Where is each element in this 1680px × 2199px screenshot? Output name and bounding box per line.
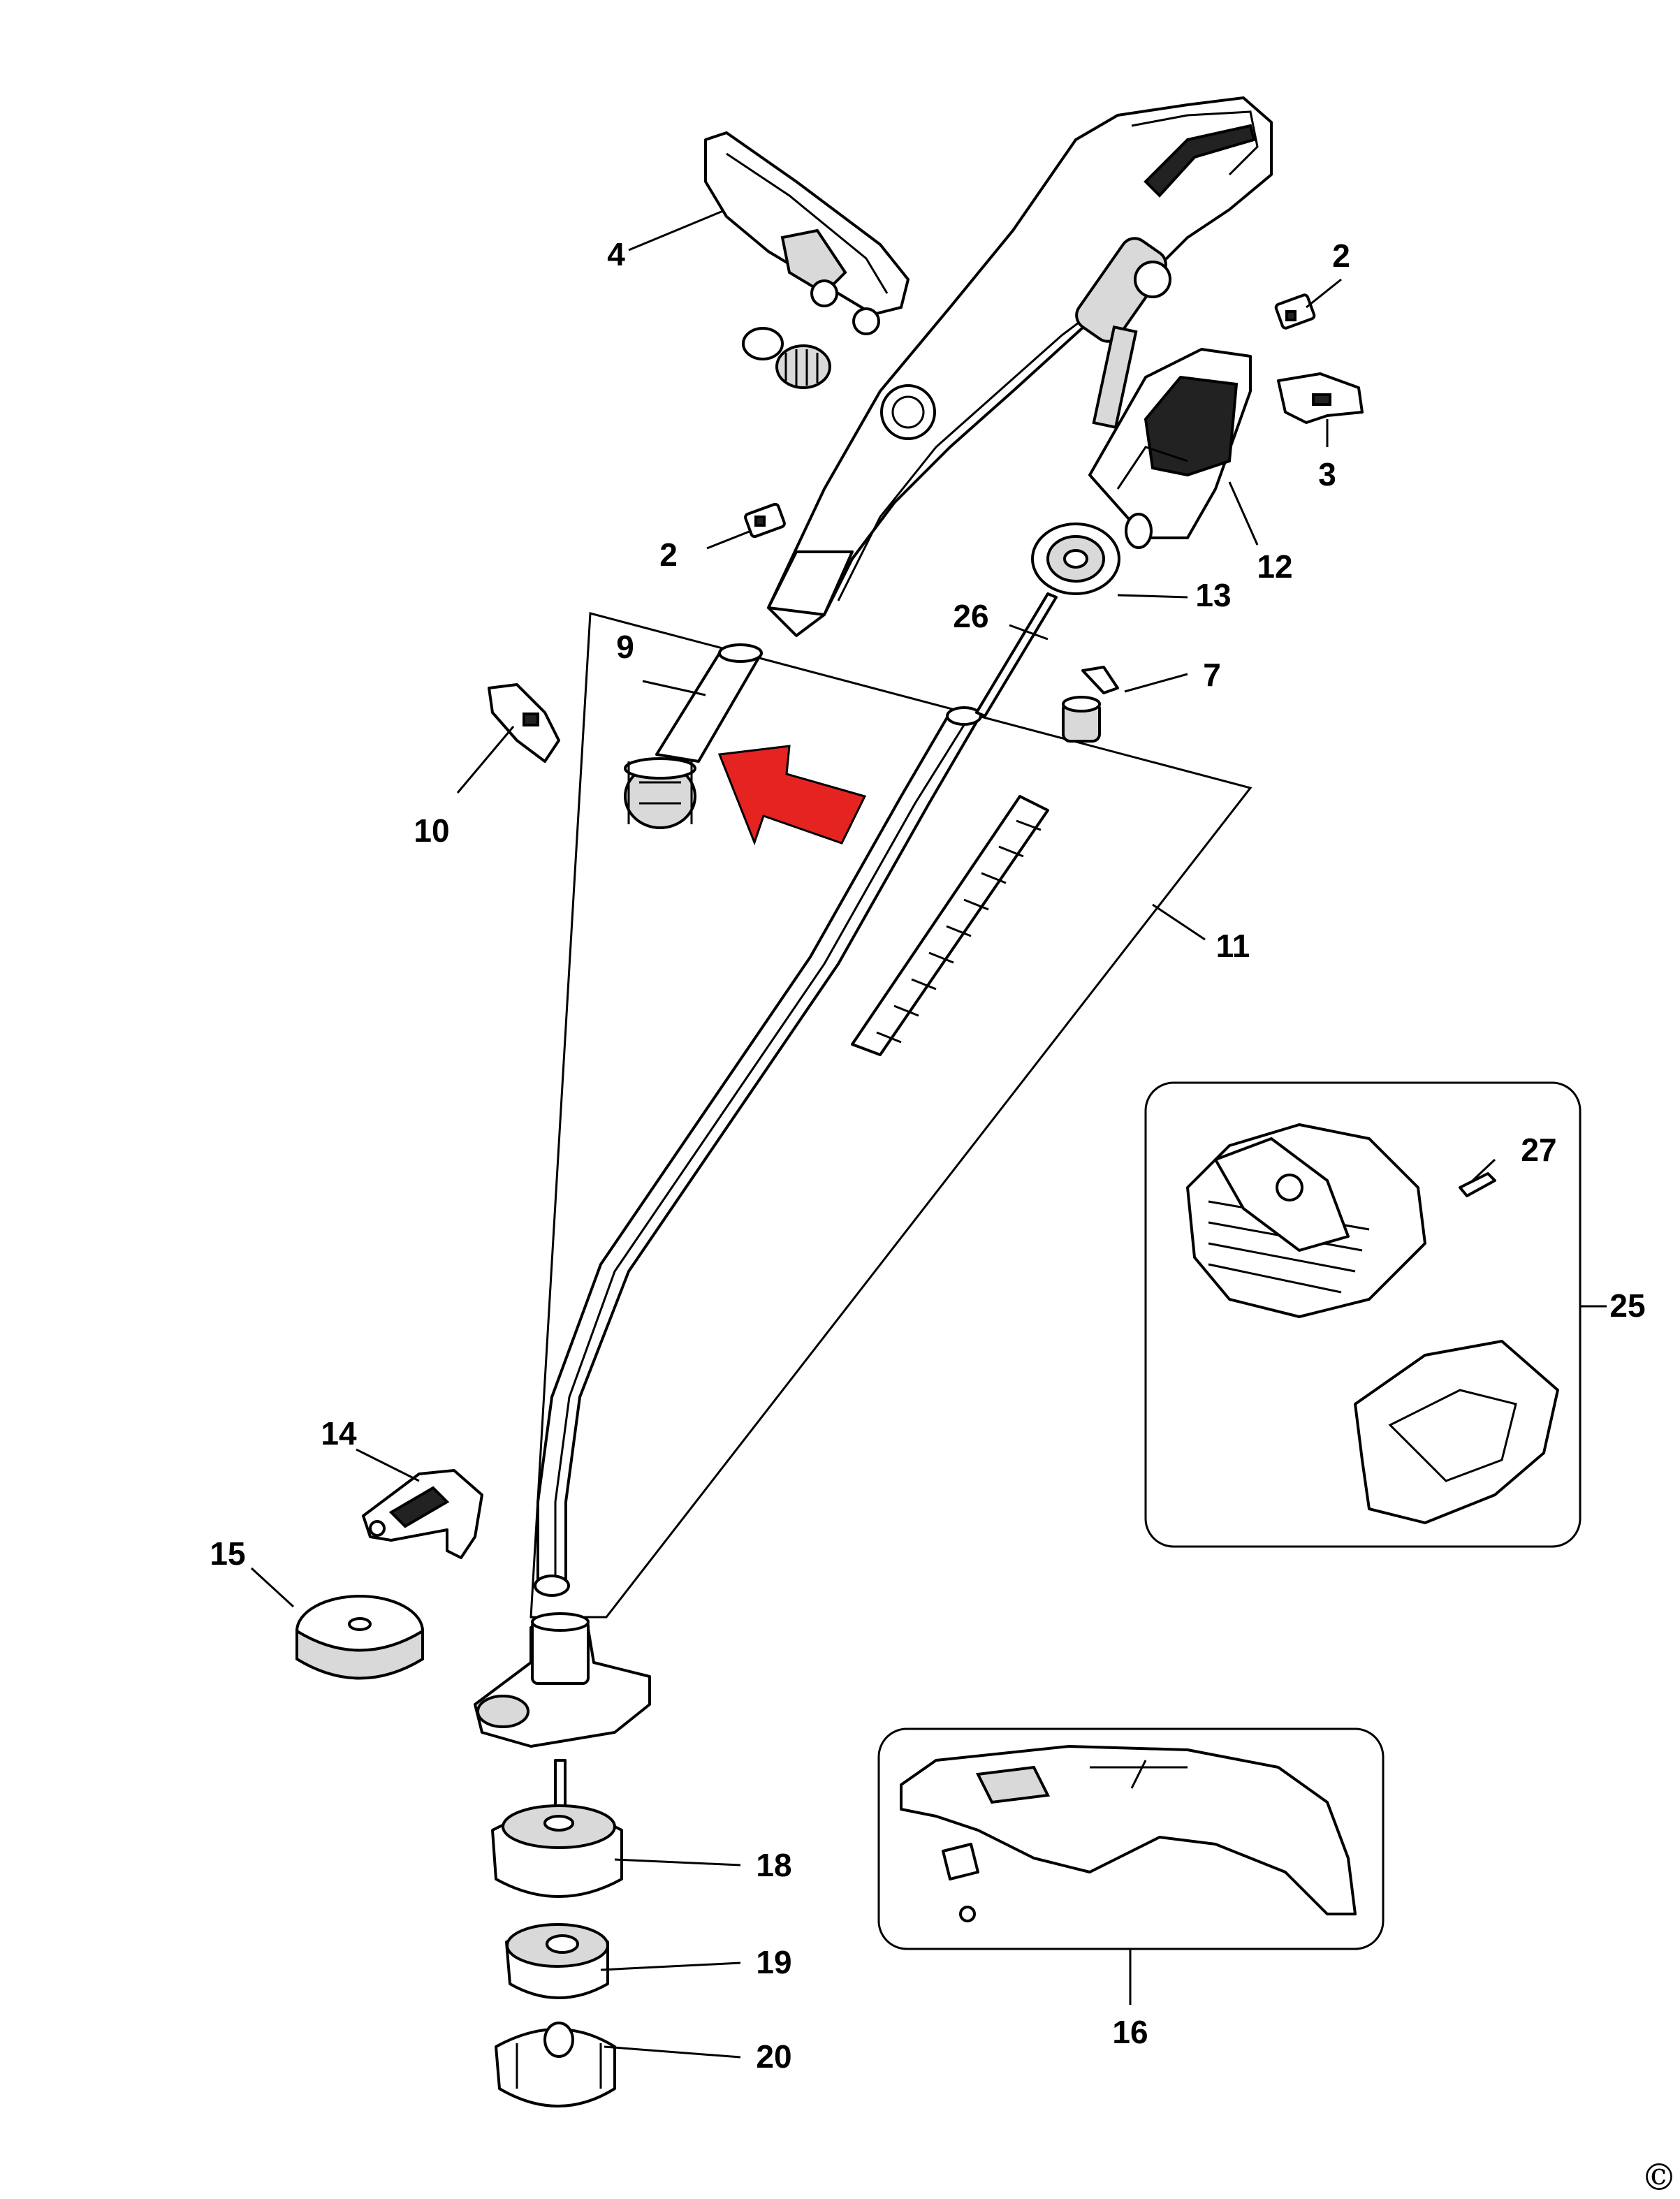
main-housing	[767, 96, 1273, 637]
red-highlight-arrow	[717, 745, 867, 846]
part-4-auxiliary-handle	[704, 131, 910, 335]
inset-25-spool-cover	[1144, 1081, 1582, 1548]
callout-13: 13	[1195, 577, 1231, 613]
part-26-drive-shaft	[975, 592, 1058, 717]
part-14-lever	[362, 1469, 483, 1559]
callout-19: 19	[756, 1944, 791, 1980]
callout-2-upper: 2	[1332, 238, 1350, 274]
callout-2-lower: 2	[659, 536, 678, 573]
part-12-motor	[1088, 325, 1252, 549]
leader-lines	[250, 210, 1607, 2059]
callout-27: 27	[1521, 1132, 1556, 1168]
callout-14: 14	[321, 1415, 357, 1452]
cable-channel	[851, 795, 1049, 1056]
inset-16-guard	[877, 1727, 1385, 1950]
handle-knob	[742, 327, 831, 389]
part-10-bracket	[488, 683, 560, 763]
callout-26: 26	[953, 598, 988, 634]
callout-11: 11	[1216, 928, 1250, 964]
head-housing	[474, 1612, 651, 1748]
part-2-switch-lower	[744, 502, 786, 539]
part-11-shaft-frame	[529, 612, 1252, 1619]
callout-15: 15	[210, 1535, 245, 1572]
part-20-cap	[495, 2022, 616, 2107]
part-7-clip	[1062, 666, 1119, 743]
callout-25: 25	[1609, 1287, 1645, 1324]
callout-18: 18	[756, 1847, 791, 1883]
callout-12: 12	[1257, 548, 1292, 585]
part-19-spool	[505, 1923, 609, 1999]
part-15-knob	[295, 1595, 424, 1680]
callout-10: 10	[414, 812, 449, 849]
part-9-bearing-sleeve	[624, 643, 763, 829]
part-13-gear	[1031, 523, 1120, 595]
callout-20: 20	[756, 2038, 791, 2075]
highlight-arrow	[717, 745, 867, 846]
part-3-trigger	[1277, 372, 1364, 424]
shaft-tube	[534, 706, 982, 1597]
callout-16: 16	[1112, 2014, 1148, 2050]
callout-4: 4	[607, 236, 625, 272]
callout-labels: 2 2 3 4 7 9 10 11 12 13 14 15 16 18 19 2…	[210, 236, 1645, 2075]
copyright-symbol: ©	[1641, 2157, 1677, 2199]
callout-7: 7	[1203, 657, 1221, 693]
callout-9: 9	[616, 629, 634, 665]
part-18-spool-housing	[491, 1759, 623, 1898]
callout-3: 3	[1318, 456, 1336, 492]
part-2-switch-upper	[1274, 293, 1316, 330]
